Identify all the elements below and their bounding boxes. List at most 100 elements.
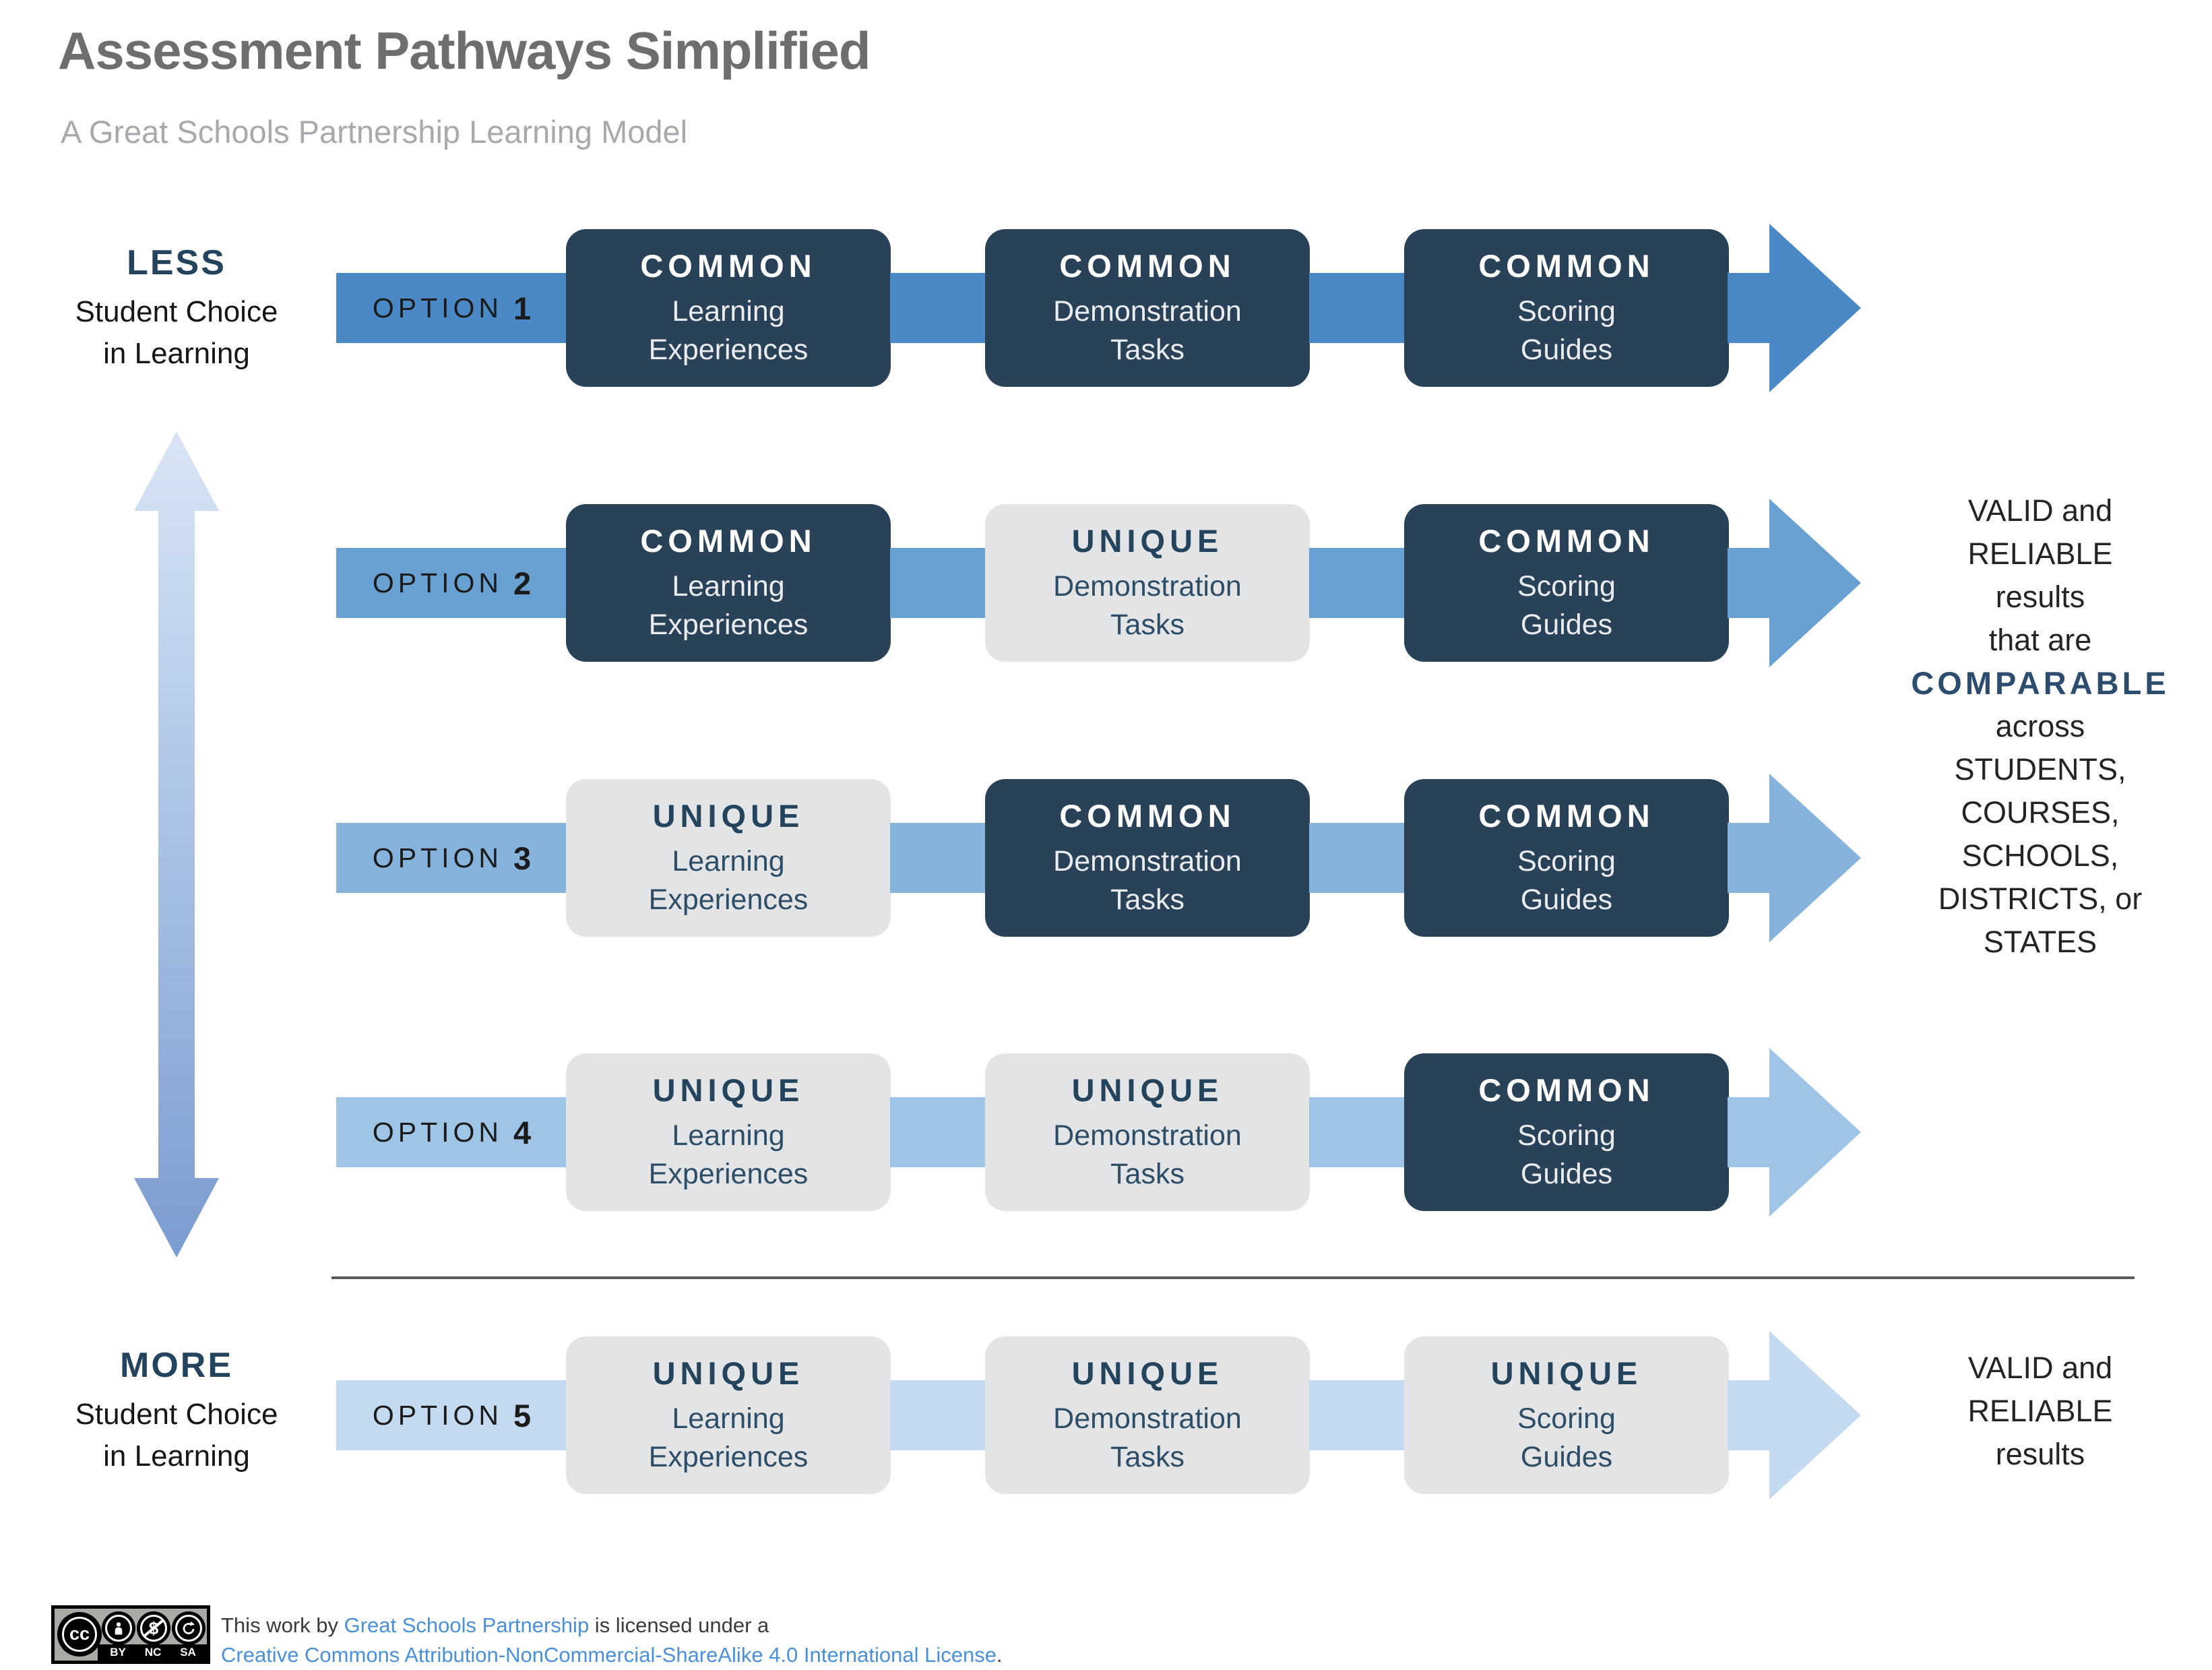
demonstration-tasks-box: UNIQUE Demonstration Tasks bbox=[985, 504, 1310, 662]
box-line2: Tasks bbox=[1110, 1440, 1184, 1473]
license-line2: Creative Commons Attribution-NonCommerci… bbox=[221, 1640, 1003, 1670]
cc-nc-label: NC bbox=[144, 1646, 162, 1659]
box-line2: Tasks bbox=[1110, 883, 1184, 916]
box-line1: Learning bbox=[672, 569, 785, 602]
box-line2: Tasks bbox=[1110, 1157, 1184, 1190]
learning-experiences-box: COMMON Learning Experiences bbox=[566, 504, 891, 662]
outcome-line: VALID and bbox=[1967, 1351, 2113, 1385]
scoring-guides-box: COMMON Scoring Guides bbox=[1404, 779, 1729, 937]
option-number: 2 bbox=[513, 565, 532, 601]
option-number: 3 bbox=[513, 840, 532, 876]
box-line1: Demonstration bbox=[1053, 1402, 1242, 1435]
box-line1: Learning bbox=[672, 1119, 785, 1152]
learning-experiences-box: UNIQUE Learning Experiences bbox=[566, 1053, 891, 1211]
scoring-guides-box: COMMON Scoring Guides bbox=[1404, 504, 1729, 662]
commonality-label: UNIQUE bbox=[1490, 1355, 1643, 1391]
commonality-label: COMMON bbox=[1059, 797, 1236, 834]
learning-experiences-box: UNIQUE Learning Experiences bbox=[566, 1336, 891, 1494]
scoring-guides-box: COMMON Scoring Guides bbox=[1404, 1053, 1729, 1211]
option-2-bar: OPTION 2 bbox=[336, 548, 567, 618]
more-sub-line1: Student Choice bbox=[75, 1398, 278, 1431]
outcome-line: RELIABLE bbox=[1967, 536, 2113, 571]
box-line2: Experiences bbox=[648, 883, 809, 916]
cc-license-link[interactable]: Creative Commons Attribution-NonCommerci… bbox=[221, 1643, 997, 1667]
more-label: MORE bbox=[120, 1346, 233, 1385]
outcome-line: results bbox=[1995, 1437, 2085, 1471]
connector bbox=[1309, 1380, 1405, 1450]
demonstration-tasks-box: COMMON Demonstration Tasks bbox=[985, 229, 1310, 387]
option-label: OPTION bbox=[372, 1116, 503, 1148]
box-line2: Guides bbox=[1520, 1440, 1613, 1473]
outcome-line: STUDENTS, bbox=[1954, 752, 2126, 786]
license-period: . bbox=[996, 1643, 1003, 1667]
option-row-5: OPTION 5 UNIQUE Learning Experiences UNI… bbox=[0, 1331, 2212, 1499]
learning-experiences-box: COMMON Learning Experiences bbox=[566, 229, 891, 387]
page-title: Assessment Pathways Simplified bbox=[58, 21, 871, 80]
commonality-label: COMMON bbox=[1478, 797, 1655, 834]
flow-arrow-icon bbox=[1769, 224, 1861, 392]
box-line1: Demonstration bbox=[1053, 844, 1242, 877]
commonality-label: UNIQUE bbox=[1071, 1072, 1224, 1108]
outcome-line: RELIABLE bbox=[1967, 1394, 2113, 1428]
license-line1: This work by Great Schools Partnership i… bbox=[221, 1611, 1003, 1640]
box-line2: Tasks bbox=[1110, 333, 1184, 366]
connector bbox=[1309, 548, 1405, 618]
commonality-label: UNIQUE bbox=[1071, 522, 1224, 559]
option-4-bar: OPTION 4 bbox=[336, 1097, 567, 1167]
flow-arrow-icon bbox=[1769, 774, 1861, 942]
box-line2: Guides bbox=[1520, 1157, 1613, 1190]
person-icon bbox=[115, 1622, 123, 1635]
box-line1: Scoring bbox=[1517, 569, 1616, 602]
section-divider bbox=[331, 1276, 2135, 1279]
flow-arrow-shaft bbox=[1728, 273, 1769, 343]
option-number: 4 bbox=[513, 1114, 532, 1150]
circular-arrow-icon bbox=[183, 1621, 195, 1634]
connector bbox=[890, 1380, 986, 1450]
great-schools-partnership-link[interactable]: Great Schools Partnership bbox=[344, 1613, 590, 1637]
flow-arrow-shaft bbox=[1728, 548, 1769, 618]
commonality-label: COMMON bbox=[1478, 1072, 1655, 1108]
commonality-label: UNIQUE bbox=[1071, 1355, 1224, 1391]
demonstration-tasks-box: COMMON Demonstration Tasks bbox=[985, 779, 1310, 937]
outcome-line: STATES bbox=[1983, 925, 2097, 959]
box-line2: Guides bbox=[1520, 883, 1613, 916]
more-sub-line2: in Learning bbox=[103, 1440, 250, 1473]
box-line1: Scoring bbox=[1517, 1119, 1616, 1152]
connector bbox=[890, 1097, 986, 1167]
flow-arrow-icon bbox=[1769, 1048, 1861, 1216]
flow-arrow-icon bbox=[1769, 1331, 1861, 1499]
demonstration-tasks-box: UNIQUE Demonstration Tasks bbox=[985, 1336, 1310, 1494]
box-line1: Learning bbox=[672, 295, 785, 328]
cc-logo-icon: cc bbox=[57, 1612, 102, 1657]
commonality-label: UNIQUE bbox=[652, 1355, 804, 1391]
outcome-line: SCHOOLS, bbox=[1961, 838, 2119, 873]
page-subtitle: A Great Schools Partnership Learning Mod… bbox=[61, 114, 688, 150]
less-sub-line1: Student Choice bbox=[75, 295, 278, 328]
commonality-label: COMMON bbox=[640, 522, 817, 559]
connector bbox=[1309, 273, 1405, 343]
license-suffix: is licensed under a bbox=[589, 1613, 769, 1637]
cc-labels-strip: BY NC SA bbox=[98, 1644, 207, 1661]
box-line1: Demonstration bbox=[1053, 1119, 1242, 1152]
outcome-line: across bbox=[1995, 709, 2085, 743]
cc-nc-no-dollar-icon: $ bbox=[137, 1611, 170, 1645]
license-text: This work by Great Schools Partnership i… bbox=[221, 1611, 1003, 1670]
box-line2: Experiences bbox=[648, 1157, 809, 1190]
box-line1: Demonstration bbox=[1053, 295, 1242, 328]
connector bbox=[890, 548, 986, 618]
more-choice-label-block: MORE Student Choice in Learning bbox=[42, 1345, 311, 1477]
outcome-line: results bbox=[1995, 580, 2085, 614]
option-number: 1 bbox=[513, 290, 532, 326]
commonality-label: COMMON bbox=[1478, 247, 1655, 284]
box-line2: Experiences bbox=[648, 333, 809, 366]
comparable-outcome-text: VALID and RELIABLE results that are COMP… bbox=[1865, 489, 2212, 964]
less-label: LESS bbox=[127, 243, 226, 282]
option-row-3: OPTION 3 UNIQUE Learning Experiences COM… bbox=[0, 774, 2212, 942]
connector bbox=[1309, 823, 1405, 893]
box-line2: Experiences bbox=[648, 1440, 809, 1473]
demonstration-tasks-box: UNIQUE Demonstration Tasks bbox=[985, 1053, 1310, 1211]
outcome-line: that are bbox=[1988, 623, 2092, 657]
flow-arrow-shaft bbox=[1728, 1380, 1769, 1450]
cc-by-label: BY bbox=[110, 1646, 126, 1659]
